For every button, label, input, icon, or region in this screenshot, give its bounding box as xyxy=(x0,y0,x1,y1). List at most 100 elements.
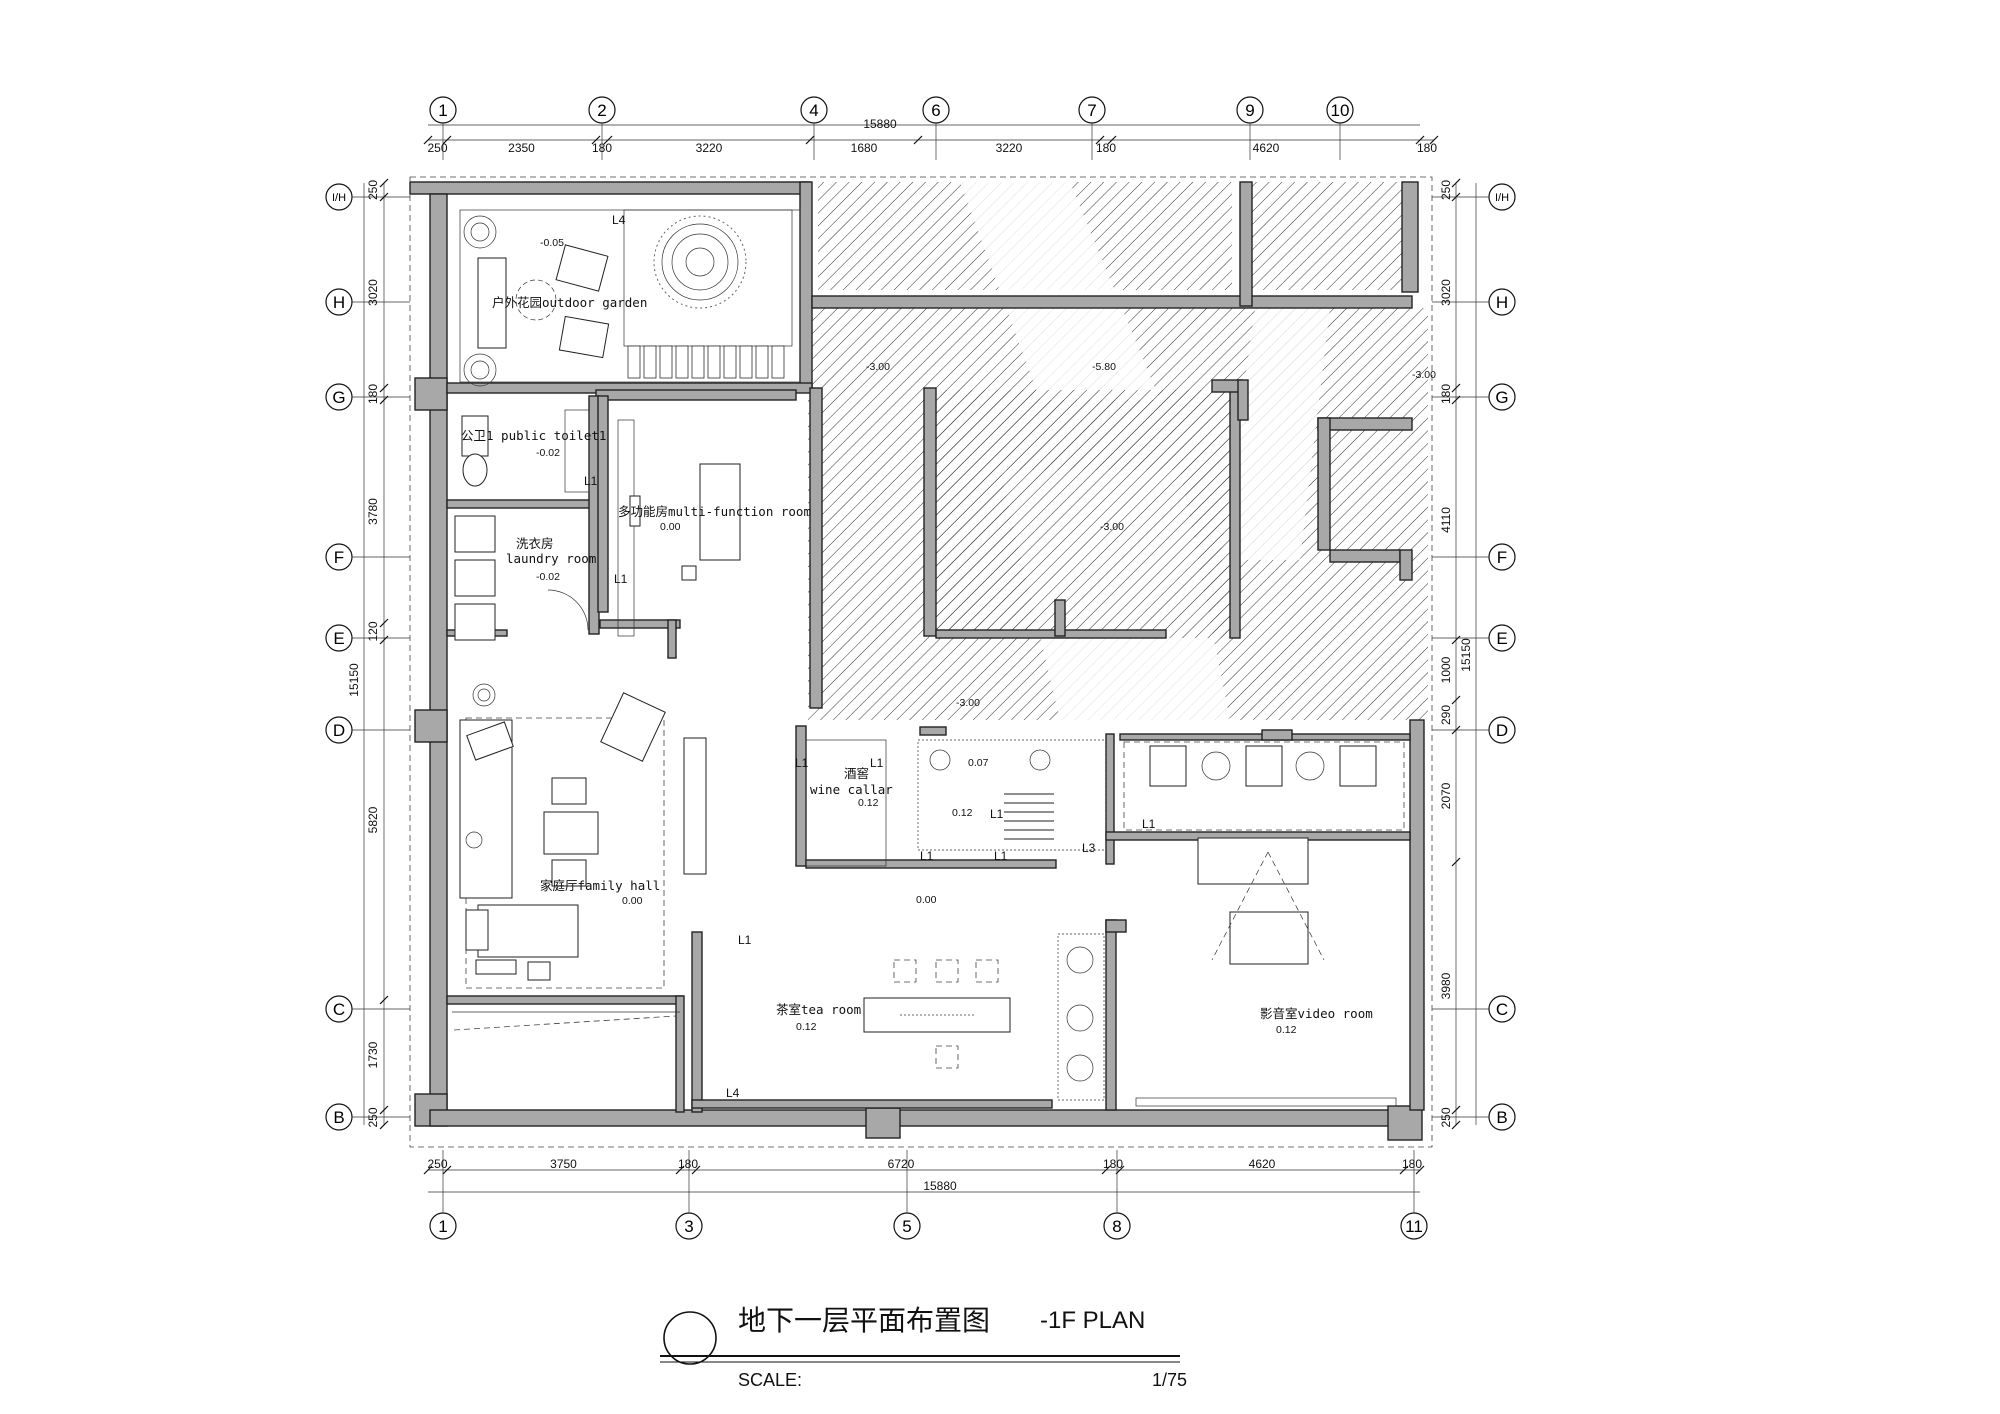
right-dim-4: 1000 xyxy=(1439,656,1453,683)
top-dim-7: 4620 xyxy=(1253,141,1280,155)
sunken-court-hatch xyxy=(808,182,1428,720)
svg-text:L1: L1 xyxy=(584,474,598,488)
grid-bubble-left-F-label: F xyxy=(334,548,344,567)
level-marks: -0.05 -0.02 -0.02 0.00 0.00 0.00 0.12 0.… xyxy=(536,237,1436,1036)
deck-slat xyxy=(707,345,721,379)
plan-title-cn: 地下一层平面布置图 xyxy=(738,1304,990,1337)
grid-bubble-top-6-label: 6 xyxy=(931,101,940,120)
furniture xyxy=(452,409,1405,1107)
title-block: 地下一层平面布置图 -1F PLAN SCALE: 1/75 xyxy=(660,1304,1187,1390)
grid-bubble-right-I-H-label: I/H xyxy=(1495,192,1509,204)
room-family-hall: 家庭厅family hall xyxy=(540,878,660,893)
grid-bubble-left-H-label: H xyxy=(333,293,345,312)
top-dim-5: 3220 xyxy=(996,141,1023,155)
svg-text:-0.02: -0.02 xyxy=(536,447,560,459)
top-dim-2: 180 xyxy=(592,141,612,155)
bottom-dim-4: 180 xyxy=(1103,1157,1123,1171)
top-dim-6: 180 xyxy=(1096,141,1116,155)
bottom-dim-6: 180 xyxy=(1402,1157,1422,1171)
svg-text:-3.00: -3.00 xyxy=(1412,369,1436,381)
left-total-dim: 15150 xyxy=(347,663,361,697)
grid-bubble-right-D-label: D xyxy=(1496,721,1508,740)
room-laundry-en: laundry room xyxy=(506,551,596,566)
svg-text:L1: L1 xyxy=(1142,817,1156,831)
left-dim-1: 3020 xyxy=(366,279,380,306)
garden-area xyxy=(459,209,801,387)
right-dim-0: 250 xyxy=(1439,180,1453,200)
grid-bubble-top-1-label: 1 xyxy=(438,101,447,120)
deck-slat xyxy=(675,345,689,379)
top-dim-0: 250 xyxy=(427,141,447,155)
grid-bubble-left-C-label: C xyxy=(333,1000,345,1019)
left-dim-6: 1730 xyxy=(366,1041,380,1068)
grid-bubble-right-E-label: E xyxy=(1496,629,1507,648)
scale-value: 1/75 xyxy=(1152,1370,1187,1390)
title-symbol xyxy=(663,1311,717,1365)
svg-text:L3: L3 xyxy=(1082,841,1096,855)
grid-bubble-left-G-label: G xyxy=(332,388,345,407)
grid-bubble-bottom-5-label: 5 xyxy=(902,1217,911,1236)
svg-text:L1: L1 xyxy=(870,756,884,770)
left-dim-5: 5820 xyxy=(366,806,380,833)
grid-bubble-bottom-1-label: 1 xyxy=(438,1217,447,1236)
deck-slat xyxy=(755,345,769,379)
room-multi-function: 多功能房multi-function room xyxy=(618,504,811,519)
top-dim-3: 3220 xyxy=(696,141,723,155)
room-wine-en: wine callar xyxy=(810,782,893,797)
deck-slat xyxy=(691,345,705,379)
grid-bubble-right-C-label: C xyxy=(1496,1000,1508,1019)
top-dim-1: 2350 xyxy=(508,141,535,155)
svg-text:L1: L1 xyxy=(994,849,1008,863)
svg-text:L1: L1 xyxy=(990,807,1004,821)
right-dim-1: 3020 xyxy=(1439,279,1453,306)
grid-bubble-bottom-8-label: 8 xyxy=(1112,1217,1121,1236)
grid-bubble-left-D-label: D xyxy=(333,721,345,740)
svg-text:-5.80: -5.80 xyxy=(1092,361,1116,373)
bottom-dim-2: 180 xyxy=(678,1157,698,1171)
finish-tags: L4 L1 L1 L1 L1 L1 L1 L1 L3 L1 L1 L4 xyxy=(584,213,1156,1100)
room-toilet: 公卫1 public toilet1 xyxy=(461,428,606,443)
scale-label: SCALE: xyxy=(738,1370,802,1390)
left-dim-2: 180 xyxy=(366,384,380,404)
grid-bubble-right-H-label: H xyxy=(1496,293,1508,312)
svg-text:-0.02: -0.02 xyxy=(536,571,560,583)
walls xyxy=(409,181,1425,1141)
svg-text:0.00: 0.00 xyxy=(916,894,937,906)
svg-text:0.12: 0.12 xyxy=(858,797,879,809)
grid-bubble-bottom-11-label: 11 xyxy=(1405,1217,1423,1236)
room-wine-cn: 酒窖 xyxy=(844,766,869,781)
grid-bubble-left-I-H-label: I/H xyxy=(332,192,346,204)
grid-bubble-top-4-label: 4 xyxy=(809,101,818,120)
grid-bubble-bottom-3-label: 3 xyxy=(684,1217,693,1236)
svg-text:L4: L4 xyxy=(726,1086,740,1100)
deck-slat xyxy=(659,345,673,379)
left-dim-3: 3780 xyxy=(366,498,380,525)
deck-slat xyxy=(771,345,785,379)
room-garden: 户外花园outdoor garden xyxy=(492,295,647,310)
svg-text:-3.00: -3.00 xyxy=(1100,521,1124,533)
room-tea: 茶室tea room xyxy=(776,1002,861,1017)
svg-text:0.00: 0.00 xyxy=(660,521,681,533)
svg-text:0.07: 0.07 xyxy=(968,757,989,769)
grid-bubble-top-7-label: 7 xyxy=(1087,101,1096,120)
plan-title-en: -1F PLAN xyxy=(1040,1307,1145,1334)
svg-text:-0.05: -0.05 xyxy=(540,237,564,249)
grid-bubble-right-G-label: G xyxy=(1495,388,1508,407)
grid-bubble-top-9-label: 9 xyxy=(1245,101,1254,120)
bottom-total-dim: 15880 xyxy=(923,1179,957,1193)
svg-text:0.12: 0.12 xyxy=(1276,1024,1297,1036)
room-labels: 户外花园outdoor garden 公卫1 public toilet1 洗衣… xyxy=(461,295,1373,1021)
left-dim-7: 250 xyxy=(366,1107,380,1127)
svg-text:L4: L4 xyxy=(612,213,626,227)
svg-text:L1: L1 xyxy=(614,572,628,586)
grid-bubble-top-2-label: 2 xyxy=(597,101,606,120)
site-boundary xyxy=(409,176,1433,1148)
right-dim-2: 180 xyxy=(1439,384,1453,404)
svg-text:0.12: 0.12 xyxy=(796,1021,817,1033)
top-dim-4: 1680 xyxy=(851,141,878,155)
bottom-dim-0: 250 xyxy=(427,1157,447,1171)
grid-bubble-left-E-label: E xyxy=(333,629,344,648)
bottom-dim-3: 6720 xyxy=(888,1157,915,1171)
svg-text:-3.00: -3.00 xyxy=(866,361,890,373)
